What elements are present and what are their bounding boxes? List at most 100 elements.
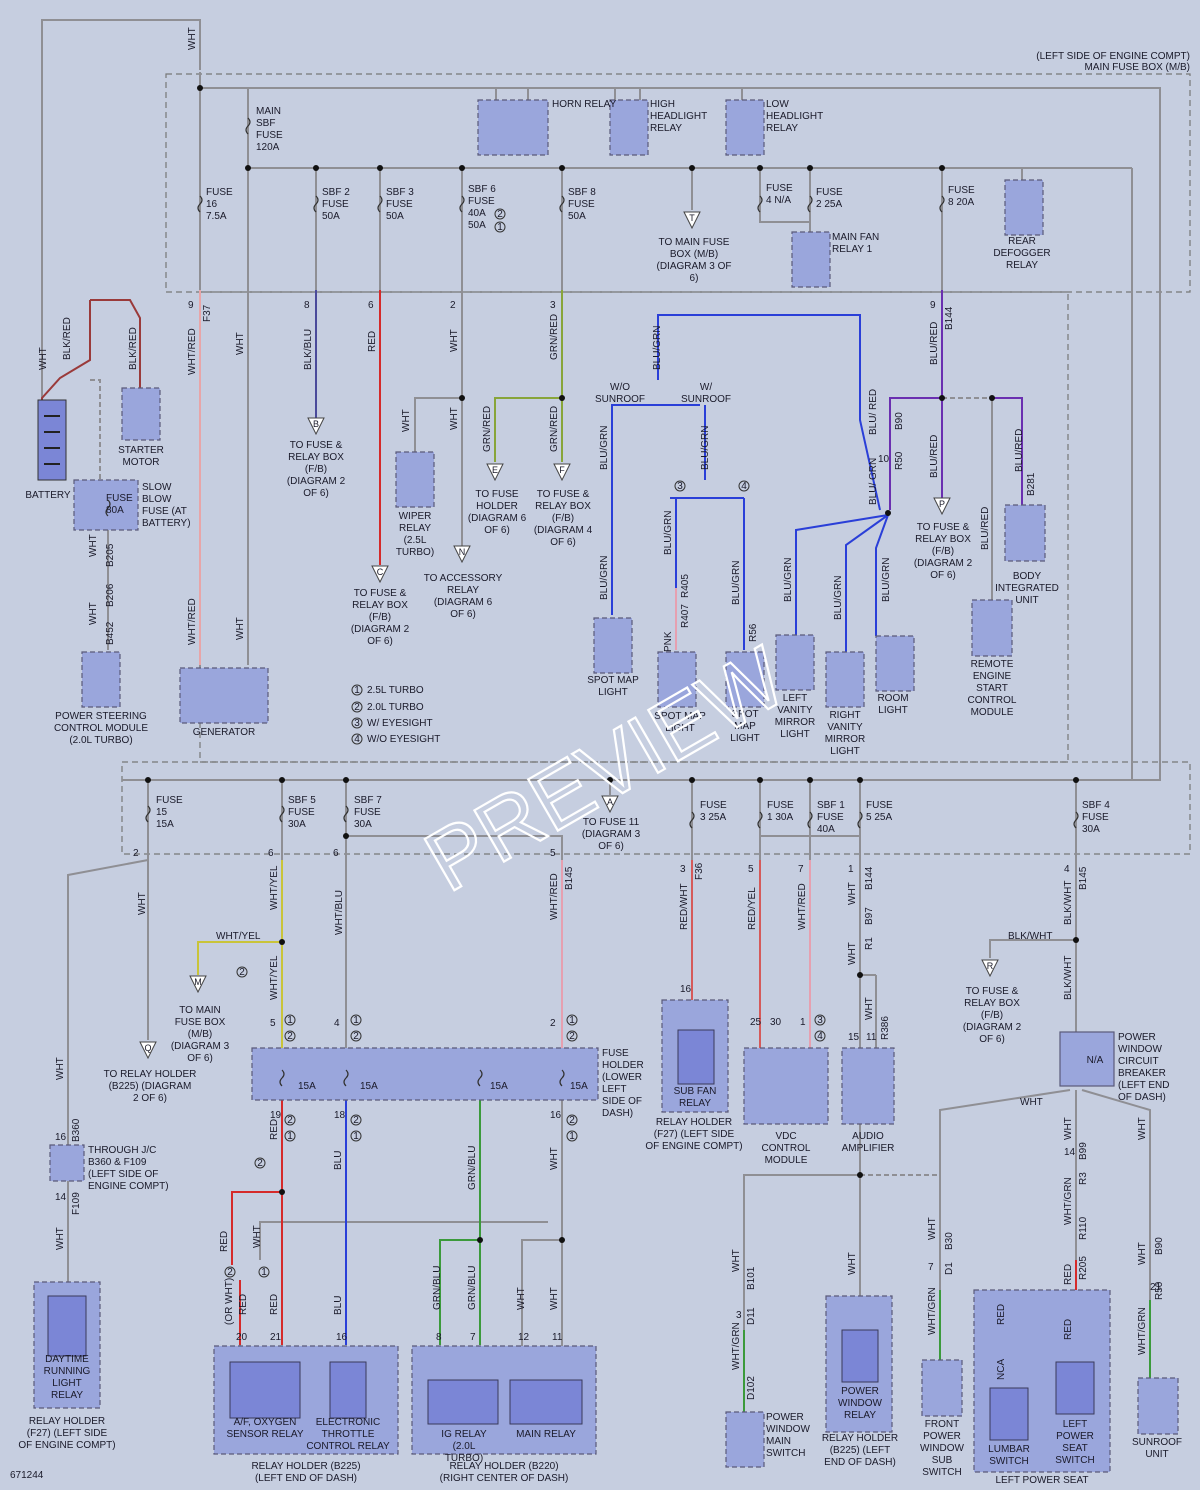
option-no: 1 bbox=[353, 1131, 359, 1142]
sub-fan-relay bbox=[677, 1029, 715, 1085]
ref-c-arrow bbox=[371, 565, 389, 584]
legend-circle bbox=[351, 701, 363, 713]
left-power-seat-label: LEFT POWER SEAT bbox=[996, 1475, 1089, 1486]
wire-label: NCA bbox=[996, 1359, 1007, 1380]
red-af-wire bbox=[231, 1100, 283, 1265]
connector-b145: B145 bbox=[564, 866, 575, 890]
connector-b90: B90 bbox=[894, 412, 905, 430]
option-circle bbox=[350, 1130, 362, 1142]
option-circle bbox=[284, 1130, 296, 1142]
slow-blow-box bbox=[73, 479, 139, 531]
option-circle bbox=[566, 1014, 578, 1026]
legend-no-1: 1 bbox=[354, 685, 360, 696]
fuse-symbol bbox=[477, 1069, 483, 1087]
audio-box bbox=[841, 1047, 895, 1125]
option-no: 1 bbox=[569, 1015, 575, 1026]
option-circle bbox=[494, 208, 506, 220]
pin: 21 bbox=[1150, 1282, 1162, 1293]
legend-no-4: 4 bbox=[354, 734, 360, 745]
wire-label: GRN/RED bbox=[549, 314, 560, 360]
wire-label: BLK/WHT bbox=[1008, 931, 1052, 942]
pin: 3 bbox=[550, 300, 556, 311]
pin: 3 bbox=[736, 1310, 742, 1321]
ref-e-arrow bbox=[486, 463, 504, 482]
wiper-wire bbox=[414, 397, 462, 452]
wire-label: BLU/RED bbox=[929, 322, 940, 365]
wire-label: (OR WHT) bbox=[224, 1278, 235, 1325]
generator-box bbox=[179, 667, 269, 724]
connector-b97: B97 bbox=[864, 907, 875, 925]
legend-circle bbox=[351, 684, 363, 696]
wire-label: WHT/RED bbox=[549, 873, 560, 920]
option-circle bbox=[284, 1114, 296, 1126]
wire-label: WHT bbox=[252, 1225, 263, 1248]
fuse4-wire bbox=[759, 168, 810, 223]
splice bbox=[757, 165, 763, 171]
legend-circle bbox=[351, 717, 363, 729]
starter-box bbox=[121, 387, 161, 441]
option-no: 1 bbox=[353, 1015, 359, 1026]
battery-dashed bbox=[90, 379, 101, 480]
pin: 4 bbox=[334, 1018, 340, 1029]
connector-f109: F109 bbox=[71, 1192, 82, 1215]
wire-label: WHT bbox=[847, 882, 858, 905]
option-circle bbox=[814, 1014, 826, 1026]
option-no: 2 bbox=[287, 1115, 293, 1126]
pin: 5 bbox=[748, 864, 754, 875]
ref-n: N bbox=[459, 547, 466, 557]
wire-label: RED bbox=[238, 1294, 249, 1315]
pin: 21 bbox=[270, 1332, 282, 1343]
splice bbox=[279, 777, 285, 783]
fuse-symbol bbox=[279, 1069, 285, 1087]
ref-r: R bbox=[987, 961, 994, 971]
option-no: 2 bbox=[353, 1115, 359, 1126]
pin: 16 bbox=[550, 1110, 562, 1121]
wire-label: WHT bbox=[235, 617, 246, 640]
fuse-symbol bbox=[245, 117, 251, 135]
ref-t: T bbox=[689, 213, 695, 223]
wire-label: WHT bbox=[1063, 1117, 1074, 1140]
wire-label: WHT/YEL bbox=[216, 931, 261, 942]
pin: 14 bbox=[1064, 1147, 1076, 1158]
splice bbox=[459, 395, 465, 401]
spot-map-3-box bbox=[725, 651, 765, 708]
fuse-symbol bbox=[559, 1069, 565, 1087]
body-int-box bbox=[1004, 504, 1046, 562]
wire-label: WHT bbox=[187, 27, 198, 50]
option-numbers: 2 1 3 4 2 1 2 1 2 1 2 2 1 2 1 2 1 2 2 1 … bbox=[227, 209, 823, 1278]
high-relay-box bbox=[609, 99, 649, 156]
blugrn-left-vanity bbox=[795, 514, 889, 635]
wire-label: WHT bbox=[516, 1287, 527, 1310]
option-no: 1 bbox=[569, 1131, 575, 1142]
splice bbox=[377, 165, 383, 171]
wire-label: BLU/GRN bbox=[881, 558, 892, 602]
splice bbox=[477, 1237, 483, 1243]
main-relay-wht2 bbox=[521, 1239, 562, 1350]
pin: 30 bbox=[770, 1017, 782, 1028]
pin: 2 bbox=[133, 848, 139, 859]
wire-label: WHT bbox=[1137, 1242, 1148, 1265]
option-no: 2 bbox=[497, 209, 503, 220]
fuse-symbol bbox=[807, 811, 813, 829]
option-circle bbox=[674, 480, 686, 492]
option-circle bbox=[254, 1157, 266, 1169]
fuse-symbol bbox=[343, 805, 349, 823]
ref-r-arrow bbox=[981, 959, 999, 978]
option-no: 2 bbox=[569, 1031, 575, 1042]
wire-label: BLK/RED bbox=[62, 317, 73, 360]
option-circle bbox=[350, 1030, 362, 1042]
